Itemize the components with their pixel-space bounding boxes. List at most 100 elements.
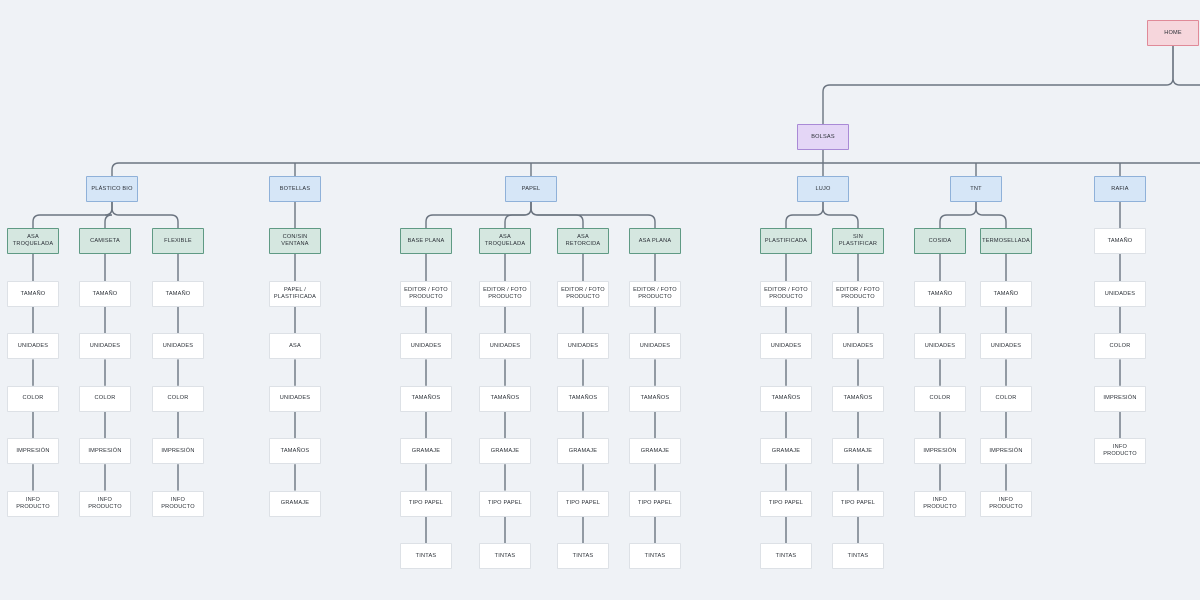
- node-attr-tintas[interactable]: TINTAS: [400, 543, 452, 569]
- node-attr-gramaje[interactable]: GRAMAJE: [479, 438, 531, 465]
- node-attr-unidades[interactable]: UNIDADES: [760, 333, 812, 360]
- connector-home-offscreen: [1172, 46, 1200, 86]
- node-attr-impresion[interactable]: IMPRESIÓN: [79, 438, 131, 465]
- node-attr-editor-foto-producto[interactable]: EDITOR / FOTO PRODUCTO: [400, 281, 452, 307]
- node-attr-tamanos[interactable]: TAMAÑOS: [400, 385, 452, 412]
- node-attr-tintas[interactable]: TINTAS: [629, 543, 681, 569]
- node-attr-impresion[interactable]: IMPRESIÓN: [152, 438, 204, 465]
- node-attr-unidades[interactable]: UNIDADES: [914, 333, 966, 360]
- node-attr-impresion[interactable]: IMPRESIÓN: [7, 438, 59, 465]
- node-attr-tipo-papel[interactable]: TIPO PAPEL: [629, 490, 681, 517]
- node-attr-color[interactable]: COLOR: [7, 385, 59, 412]
- node-type-asa-troquelada[interactable]: ASA TROQUELADA: [7, 228, 59, 254]
- node-attr-impresion[interactable]: IMPRESIÓN: [1094, 385, 1146, 412]
- node-attr-tipo-papel[interactable]: TIPO PAPEL: [760, 490, 812, 517]
- node-attr-color[interactable]: COLOR: [152, 385, 204, 412]
- node-attr-editor-foto-producto[interactable]: EDITOR / FOTO PRODUCTO: [629, 281, 681, 307]
- node-type-sin-plastificar[interactable]: SIN PLASTIFICAR: [832, 228, 884, 254]
- connector-group-type: [104, 202, 113, 228]
- node-attr-unidades[interactable]: UNIDADES: [832, 333, 884, 360]
- connector-group-type: [785, 202, 824, 228]
- node-attr-unidades[interactable]: UNIDADES: [629, 333, 681, 360]
- node-attr-tamano[interactable]: TAMAÑO: [152, 281, 204, 307]
- node-attr-tintas[interactable]: TINTAS: [760, 543, 812, 569]
- node-attr-tintas[interactable]: TINTAS: [832, 543, 884, 569]
- node-attr-info-producto[interactable]: INFO PRODUCTO: [7, 490, 59, 517]
- node-attr-tintas[interactable]: TINTAS: [557, 543, 609, 569]
- node-attr-unidades[interactable]: UNIDADES: [980, 333, 1032, 360]
- node-group-tnt[interactable]: TNT: [950, 176, 1002, 202]
- connector-group-type: [939, 202, 977, 228]
- node-attr-unidades[interactable]: UNIDADES: [152, 333, 204, 360]
- node-attr-unidades[interactable]: UNIDADES: [557, 333, 609, 360]
- node-attr-gramaje[interactable]: GRAMAJE: [269, 490, 321, 517]
- node-attr-impresion[interactable]: IMPRESIÓN: [980, 438, 1032, 465]
- node-attr-color[interactable]: COLOR: [980, 385, 1032, 412]
- node-type-camiseta[interactable]: CAMISETA: [79, 228, 131, 254]
- node-attr-unidades[interactable]: UNIDADES: [269, 385, 321, 412]
- node-attr-unidades[interactable]: UNIDADES: [7, 333, 59, 360]
- node-attr-tamanos[interactable]: TAMAÑOS: [629, 385, 681, 412]
- node-attr-color[interactable]: COLOR: [914, 385, 966, 412]
- node-group-rafia[interactable]: RAFIA: [1094, 176, 1146, 202]
- connector-group-type: [530, 202, 656, 228]
- node-attr-gramaje[interactable]: GRAMAJE: [832, 438, 884, 465]
- node-attr-tamano[interactable]: TAMAÑO: [7, 281, 59, 307]
- node-attr-tamanos[interactable]: TAMAÑOS: [557, 385, 609, 412]
- node-type-asa-plana[interactable]: ASA PLANA: [629, 228, 681, 254]
- node-attr-editor-foto-producto[interactable]: EDITOR / FOTO PRODUCTO: [479, 281, 531, 307]
- node-attr-tamano[interactable]: TAMAÑO: [914, 281, 966, 307]
- connector-group-type: [975, 202, 1007, 228]
- node-attr-gramaje[interactable]: GRAMAJE: [400, 438, 452, 465]
- node-attr-unidades[interactable]: UNIDADES: [400, 333, 452, 360]
- node-attr-color[interactable]: COLOR: [79, 385, 131, 412]
- node-attr-tipo-papel[interactable]: TIPO PAPEL: [479, 490, 531, 517]
- node-group-plastico-bio[interactable]: PLÁSTICO BIO: [86, 176, 138, 202]
- node-attr-info-producto[interactable]: INFO PRODUCTO: [152, 490, 204, 517]
- node-type-termosellada[interactable]: TERMOSELLADA: [980, 228, 1032, 254]
- node-attr-asa[interactable]: ASA: [269, 333, 321, 360]
- connector-group-type: [111, 202, 179, 228]
- node-type-plastificada[interactable]: PLASTIFICADA: [760, 228, 812, 254]
- node-attr-editor-foto-producto[interactable]: EDITOR / FOTO PRODUCTO: [557, 281, 609, 307]
- node-attr-gramaje[interactable]: GRAMAJE: [557, 438, 609, 465]
- node-attr-tamanos[interactable]: TAMAÑOS: [832, 385, 884, 412]
- node-attr-info-producto[interactable]: INFO PRODUCTO: [914, 490, 966, 517]
- node-attr-info-producto[interactable]: INFO PRODUCTO: [79, 490, 131, 517]
- node-type-tamano[interactable]: TAMAÑO: [1094, 228, 1146, 254]
- node-attr-tamanos[interactable]: TAMAÑOS: [269, 438, 321, 465]
- node-category-bolsas[interactable]: BOLSAS: [797, 124, 849, 150]
- node-attr-impresion[interactable]: IMPRESIÓN: [914, 438, 966, 465]
- node-attr-tipo-papel[interactable]: TIPO PAPEL: [557, 490, 609, 517]
- node-attr-info-producto[interactable]: INFO PRODUCTO: [980, 490, 1032, 517]
- node-attr-gramaje[interactable]: GRAMAJE: [760, 438, 812, 465]
- node-attr-editor-foto-producto[interactable]: EDITOR / FOTO PRODUCTO: [760, 281, 812, 307]
- node-group-papel[interactable]: PAPEL: [505, 176, 557, 202]
- node-attr-tamanos[interactable]: TAMAÑOS: [760, 385, 812, 412]
- node-attr-editor-foto-producto[interactable]: EDITOR / FOTO PRODUCTO: [832, 281, 884, 307]
- node-attr-color[interactable]: COLOR: [1094, 333, 1146, 360]
- node-group-botellas[interactable]: BOTELLAS: [269, 176, 321, 202]
- node-type-asa-troquelada[interactable]: ASA TROQUELADA: [479, 228, 531, 254]
- node-attr-gramaje[interactable]: GRAMAJE: [629, 438, 681, 465]
- node-attr-tipo-papel[interactable]: TIPO PAPEL: [832, 490, 884, 517]
- node-attr-info-producto[interactable]: INFO PRODUCTO: [1094, 438, 1146, 465]
- node-type-base-plana[interactable]: BASE PLANA: [400, 228, 452, 254]
- node-attr-tintas[interactable]: TINTAS: [479, 543, 531, 569]
- node-type-flexible[interactable]: FLEXIBLE: [152, 228, 204, 254]
- node-attr-papel-plastificada[interactable]: PAPEL / PLASTIFICADA: [269, 281, 321, 307]
- node-attr-unidades[interactable]: UNIDADES: [479, 333, 531, 360]
- node-attr-unidades[interactable]: UNIDADES: [79, 333, 131, 360]
- node-attr-tipo-papel[interactable]: TIPO PAPEL: [400, 490, 452, 517]
- node-group-lujo[interactable]: LUJO: [797, 176, 849, 202]
- node-home[interactable]: HOME: [1147, 20, 1199, 46]
- node-attr-unidades[interactable]: UNIDADES: [1094, 281, 1146, 307]
- node-type-asa-retorcida[interactable]: ASA RETORCIDA: [557, 228, 609, 254]
- node-attr-tamano[interactable]: TAMAÑO: [79, 281, 131, 307]
- node-attr-tamanos[interactable]: TAMAÑOS: [479, 385, 531, 412]
- connector-group-type: [32, 202, 113, 228]
- node-type-con-sin-ventana[interactable]: CON/SIN VENTANA: [269, 228, 321, 254]
- node-type-cosida[interactable]: COSIDA: [914, 228, 966, 254]
- node-attr-tamano[interactable]: TAMAÑO: [980, 281, 1032, 307]
